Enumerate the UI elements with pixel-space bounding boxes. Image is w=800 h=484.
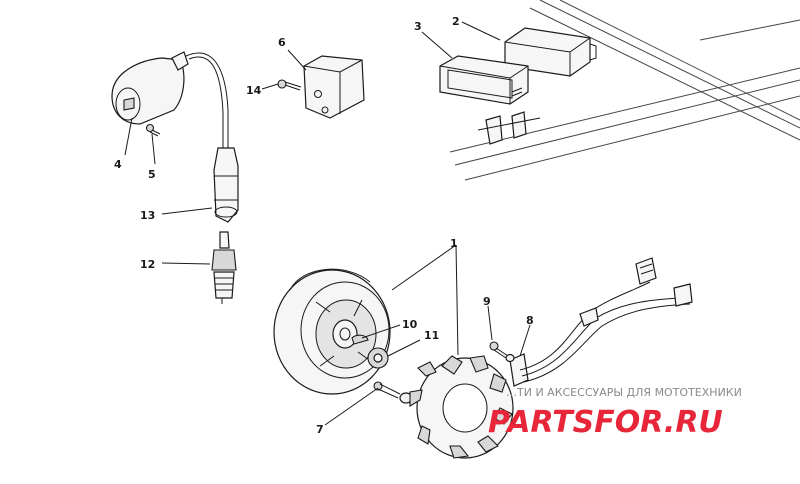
cdi-unit <box>504 27 597 77</box>
callout-1: 1 <box>450 237 458 250</box>
callout-13: 13 <box>140 209 155 222</box>
stator <box>409 355 514 459</box>
screw-9 <box>489 341 515 363</box>
callout-10: 10 <box>402 318 418 331</box>
callout-12: 12 <box>140 258 155 271</box>
callout-9: 9 <box>483 295 491 308</box>
voltage-regulator <box>303 55 365 119</box>
spark-plug <box>211 231 237 304</box>
wiring-harness <box>519 257 693 383</box>
nut <box>367 347 389 369</box>
watermark-brand: PARTSFOR.RU <box>488 405 723 440</box>
ignition-coil <box>111 51 189 125</box>
callout-6: 6 <box>278 36 286 49</box>
frame-rails <box>449 0 800 181</box>
cdi-rubber-holder <box>439 55 529 105</box>
screw-5 <box>145 123 161 137</box>
frame-clips <box>477 111 541 145</box>
ht-lead <box>185 52 229 150</box>
callout-2: 2 <box>452 15 460 28</box>
callout-4: 4 <box>114 158 122 171</box>
callout-labels: 1 2 3 4 5 6 7 8 9 10 11 12 13 14 <box>114 15 534 436</box>
callout-14: 14 <box>246 84 262 97</box>
flywheel-rotor <box>273 268 391 395</box>
watermark-tagline: …ТИ И АКСЕССУАРЫ ДЛЯ МОТОТЕХНИКИ <box>506 386 742 399</box>
wire-clamp <box>509 353 529 387</box>
leader-lines <box>124 21 531 426</box>
watermark: …ТИ И АКСЕССУАРЫ ДЛЯ МОТОТЕХНИКИ PARTSFO… <box>488 386 742 440</box>
spark-plug-cap <box>213 147 239 223</box>
callout-7: 7 <box>316 423 324 436</box>
callout-8: 8 <box>526 314 534 327</box>
callout-11: 11 <box>424 329 439 342</box>
screw-14 <box>277 79 302 91</box>
callout-5: 5 <box>148 168 156 181</box>
callout-3: 3 <box>414 20 422 33</box>
screw-7 <box>373 381 413 404</box>
